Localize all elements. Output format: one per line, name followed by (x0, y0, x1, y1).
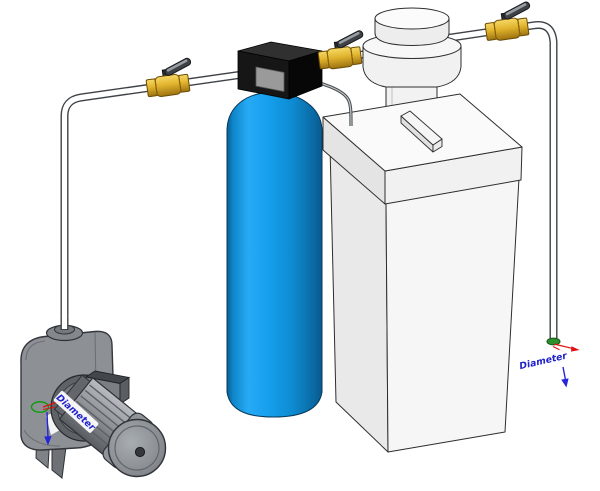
brine-lid-handle (400, 110, 443, 153)
head-display-panel[interactable] (255, 66, 285, 92)
axis-origin-circle-icon (30, 401, 50, 413)
ball-valve-mid[interactable] (315, 28, 369, 71)
head-right-face (288, 50, 323, 100)
axis-triad-right[interactable] (546, 337, 580, 388)
outlet-pipe[interactable] (447, 22, 557, 341)
piping[interactable] (60, 20, 558, 344)
inlet-pipe[interactable] (61, 70, 254, 336)
label-ribbon (516, 348, 570, 373)
axis-blue-arrow-icon (562, 366, 567, 381)
resin-tank[interactable] (226, 91, 323, 418)
casing-bottom-contour (23, 429, 61, 447)
diameter-label-right[interactable]: Diameter (516, 348, 570, 373)
control-valve-head[interactable] (237, 41, 323, 100)
axis-blue-arrowhead-icon (44, 436, 52, 446)
axis-red-arrowhead-icon (571, 346, 580, 352)
brine-tank[interactable] (322, 93, 523, 453)
pump[interactable] (20, 315, 167, 479)
housing-lid-top (374, 7, 450, 30)
inlet-pipe-outline (60, 69, 254, 336)
resin-tank-body[interactable] (226, 91, 323, 418)
ball-valve-outlet[interactable] (482, 0, 536, 43)
brine-tank-front-face (385, 177, 520, 453)
axis-red-arrow-icon (553, 343, 575, 350)
motor-end-cap-rim (114, 425, 160, 471)
axis-blue-arrowhead-icon (561, 378, 569, 388)
label-ribbon (53, 391, 99, 433)
axis-blue-arrow-icon (46, 411, 49, 439)
pipe-end-circle-icon (546, 337, 561, 346)
motor-shaft-hole (134, 446, 146, 458)
ball-valve-inlet[interactable] (143, 56, 197, 99)
casing-contour (25, 340, 46, 361)
axis-red-tick-icon (42, 406, 56, 411)
